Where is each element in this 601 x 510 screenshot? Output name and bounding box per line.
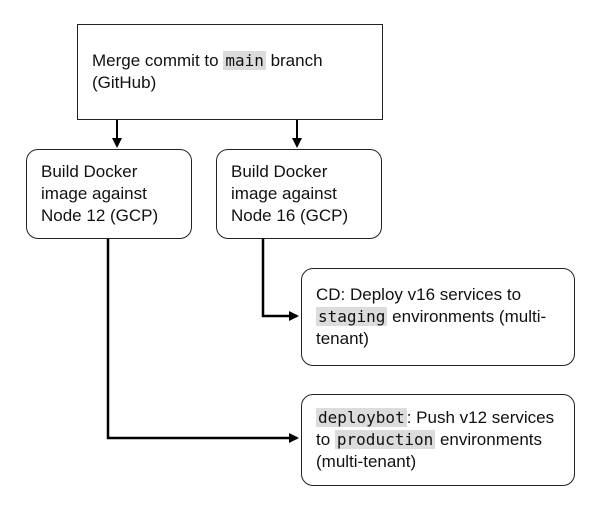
cd-text-after: environments (multi-tenant): [316, 307, 547, 348]
build-node12-node: Build Docker image against Node 12 (GCP): [26, 149, 192, 239]
main-branch-code: main: [223, 51, 266, 70]
cd-deploy-staging-node: CD: Deploy v16 services to staging envir…: [301, 268, 575, 366]
merge-text-before: Merge commit to: [92, 51, 224, 70]
deploybot-text-after: environments (multi-tenant): [316, 430, 543, 471]
deploybot-label: deploybot: Push v12 services to producti…: [316, 407, 560, 473]
arrow-node16-to-cd: [261, 239, 299, 321]
deploybot-text-mid: : Push v12 services to: [316, 408, 555, 449]
merge-commit-node: Merge commit to main branch (GitHub): [77, 24, 383, 120]
staging-code: staging: [316, 307, 388, 326]
merge-text-after: branch (GitHub): [92, 51, 323, 92]
merge-commit-label: Merge commit to main branch (GitHub): [92, 50, 368, 94]
arrow-node12-to-deploybot: [106, 239, 299, 443]
build-node16-node: Build Docker image against Node 16 (GCP): [216, 149, 382, 239]
production-code: production: [334, 430, 436, 449]
deploybot-production-node: deploybot: Push v12 services to producti…: [301, 394, 575, 486]
deploybot-code: deploybot: [316, 408, 407, 427]
cd-text-before: CD: Deploy v16 services to: [316, 285, 522, 304]
build-node16-label: Build Docker image against Node 16 (GCP): [231, 162, 349, 225]
build-node12-label: Build Docker image against Node 12 (GCP): [41, 162, 159, 225]
cd-deploy-label: CD: Deploy v16 services to staging envir…: [316, 284, 560, 350]
